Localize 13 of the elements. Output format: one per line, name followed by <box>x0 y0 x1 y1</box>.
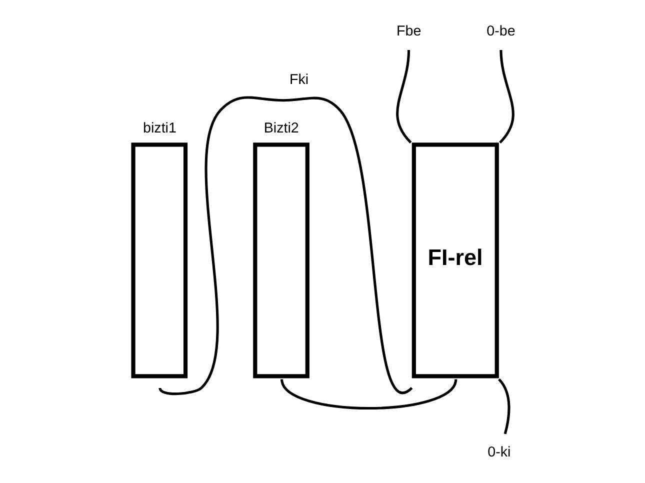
node-text: 0-ki <box>488 444 511 460</box>
connector <box>396 49 412 143</box>
edge-label: Fki <box>289 71 309 88</box>
connector <box>498 49 514 143</box>
node-label: Bizti2 <box>264 120 299 136</box>
node-label: bizti1 <box>143 120 176 136</box>
connector <box>280 378 458 409</box>
connector <box>498 378 510 434</box>
node-box <box>253 142 310 378</box>
node-text: 0-be <box>486 22 516 39</box>
node-box <box>131 142 188 378</box>
node-box: FI-rel <box>412 142 499 378</box>
node-text: Fbe <box>396 22 422 39</box>
